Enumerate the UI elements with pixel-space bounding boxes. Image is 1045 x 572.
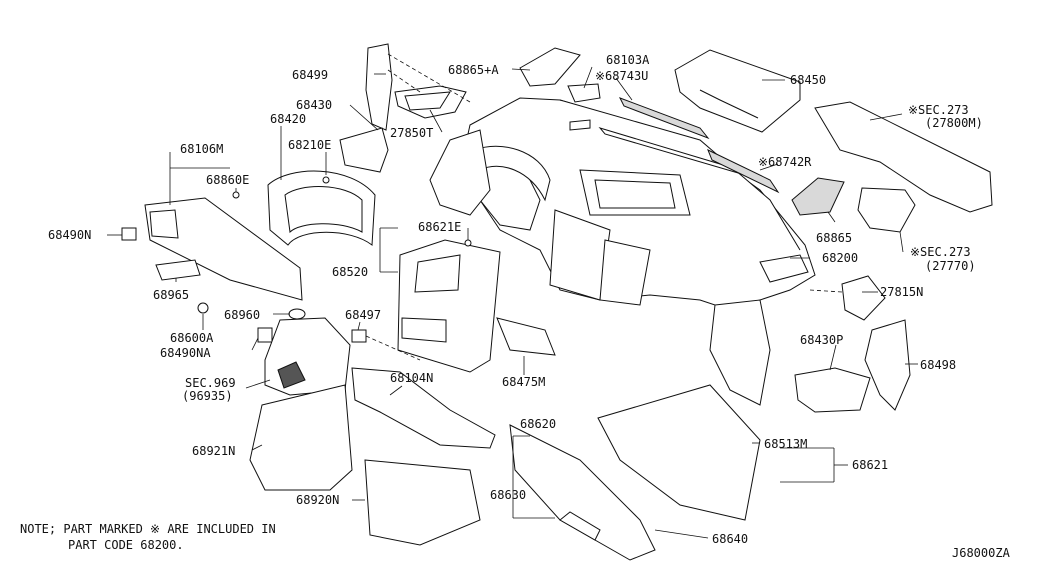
- part-68600a: [197, 302, 209, 314]
- duct-27770: [857, 187, 916, 233]
- part-68921n: [249, 384, 353, 491]
- label-68921n: 68921N: [192, 444, 235, 458]
- label-68742r: ※68742R: [758, 155, 812, 169]
- label-68960: 68960: [224, 308, 260, 322]
- part-labels: 68499 68865+A 68103A ※68743U 68450 ※SEC.…: [48, 53, 1011, 560]
- label-27850t: 27850T: [390, 126, 433, 140]
- part-68920n: [364, 459, 481, 546]
- part-68450: [674, 49, 801, 133]
- label-68865a: 68865+A: [448, 63, 499, 77]
- label-68860e: 68860E: [206, 173, 249, 187]
- label-68630: 68630: [490, 488, 526, 502]
- part-68497: [351, 329, 367, 343]
- label-68600a: 68600A: [170, 331, 214, 345]
- part-68490n: [121, 227, 137, 241]
- label-68106m: 68106M: [180, 142, 223, 156]
- label-68497: 68497: [345, 308, 381, 322]
- label-27770: (27770): [925, 259, 976, 273]
- label-68490na: 68490NA: [160, 346, 211, 360]
- part-68430p: [794, 367, 871, 413]
- label-68965: 68965: [153, 288, 189, 302]
- part-68475m: [496, 317, 556, 356]
- label-68621e: 68621E: [418, 220, 461, 234]
- label-sec273-a: ※SEC.273: [908, 103, 969, 117]
- note-line-1: NOTE; PART MARKED ※ ARE INCLUDED IN: [20, 522, 276, 536]
- part-68630: [509, 424, 656, 561]
- part-68960: [288, 308, 306, 320]
- part-68104n: [351, 367, 496, 449]
- part-68103a: [567, 83, 601, 103]
- label-68920n: 68920N: [296, 493, 339, 507]
- label-68865: 68865: [816, 231, 852, 245]
- label-68210e: 68210E: [288, 138, 331, 152]
- label-sec273-b: ※SEC.273: [910, 245, 971, 259]
- duct-27800m: [814, 101, 993, 213]
- label-68520: 68520: [332, 265, 368, 279]
- label-68513m: 68513M: [764, 437, 807, 451]
- console-sec969: [264, 317, 351, 396]
- label-68621: 68621: [852, 458, 888, 472]
- label-68743u: ※68743U: [595, 69, 648, 83]
- label-27800m: (27800M): [925, 116, 983, 130]
- part-68430: [339, 127, 389, 173]
- leader-lines: [107, 53, 918, 539]
- instrument-panel-68200: [429, 97, 816, 406]
- part-68743u: [618, 97, 710, 140]
- label-68620: 68620: [520, 417, 556, 431]
- part-68106m: [144, 197, 303, 301]
- label-68450: 68450: [790, 73, 826, 87]
- label-68420: 68420: [270, 112, 306, 126]
- label-68104n: 68104N: [390, 371, 433, 385]
- part-68513m: [597, 384, 761, 521]
- label-68200: 68200: [822, 251, 858, 265]
- part-68640: [559, 511, 601, 541]
- part-68498: [864, 319, 911, 411]
- diagram-code: J68000ZA: [952, 546, 1011, 560]
- label-27815n: 27815N: [880, 285, 923, 299]
- part-68742r: [707, 148, 780, 194]
- label-68475m: 68475M: [502, 375, 545, 389]
- label-68640: 68640: [712, 532, 748, 546]
- part-68965: [155, 259, 201, 281]
- label-68430: 68430: [296, 98, 332, 112]
- label-68430p: 68430P: [800, 333, 843, 347]
- label-96935: (96935): [182, 389, 233, 403]
- part-68865: [791, 177, 845, 216]
- label-68103a: 68103A: [606, 53, 650, 67]
- label-68499: 68499: [292, 68, 328, 82]
- part-27815n: [841, 275, 886, 321]
- part-68865a: [519, 47, 581, 87]
- part-68499: [365, 43, 393, 131]
- part-68490na: [257, 327, 273, 343]
- label-68490n: 68490N: [48, 228, 91, 242]
- label-68498: 68498: [920, 358, 956, 372]
- label-sec969: SEC.969: [185, 376, 236, 390]
- note-line-2: PART CODE 68200.: [68, 538, 184, 552]
